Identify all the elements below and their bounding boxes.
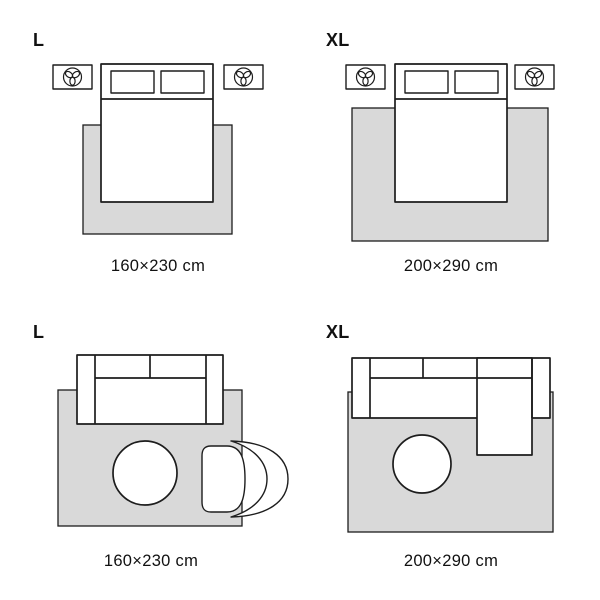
dimensions-caption-livingroom-xl: 200×290 cm (403, 552, 499, 570)
livingroom-xl-scene (347, 357, 554, 533)
bed-icon (394, 63, 508, 203)
armchair-icon (201, 440, 289, 518)
bedroom-l-scene (52, 63, 264, 235)
nightstand-plant-icon (514, 64, 555, 90)
size-label-bedroom-l: L (33, 30, 45, 50)
bedroom-xl-scene (345, 63, 555, 242)
bed-icon (100, 63, 214, 203)
dimensions-caption-bedroom-xl: 200×290 cm (403, 257, 499, 275)
livingroom-l-scene (57, 354, 289, 527)
nightstand-plant-icon (52, 64, 93, 90)
sofa-icon (76, 354, 224, 425)
nightstand-plant-icon (223, 64, 264, 90)
nightstand-plant-icon (345, 64, 386, 90)
coffee-table-icon (392, 434, 452, 494)
size-label-bedroom-xl: XL (326, 30, 350, 50)
dimensions-caption-livingroom-l: 160×230 cm (103, 552, 199, 570)
size-label-livingroom-xl: XL (326, 322, 350, 342)
coffee-table-icon (112, 440, 178, 506)
sectional-sofa-icon (351, 357, 551, 456)
size-label-livingroom-l: L (33, 322, 45, 342)
dimensions-caption-bedroom-l: 160×230 cm (110, 257, 206, 275)
